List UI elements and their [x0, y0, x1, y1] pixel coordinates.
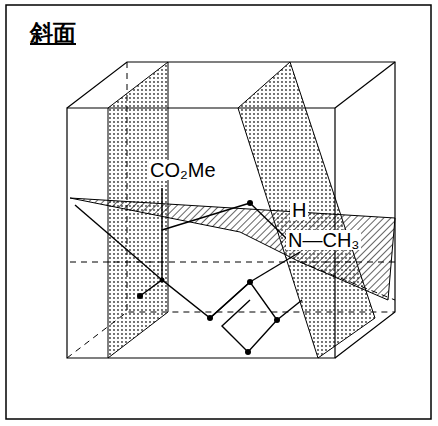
- bond-line: [75, 188, 302, 352]
- group-label: H: [290, 200, 308, 220]
- frame: [6, 5, 431, 419]
- atom-dot: [137, 200, 280, 355]
- figure-title: 斜面: [30, 22, 76, 45]
- group-label: N—CH₃: [286, 230, 361, 250]
- group-label: CO₂Me: [148, 160, 218, 180]
- cube-outline: [67, 62, 395, 358]
- hatched-plane: [70, 198, 395, 300]
- hidden-edge: [67, 62, 400, 358]
